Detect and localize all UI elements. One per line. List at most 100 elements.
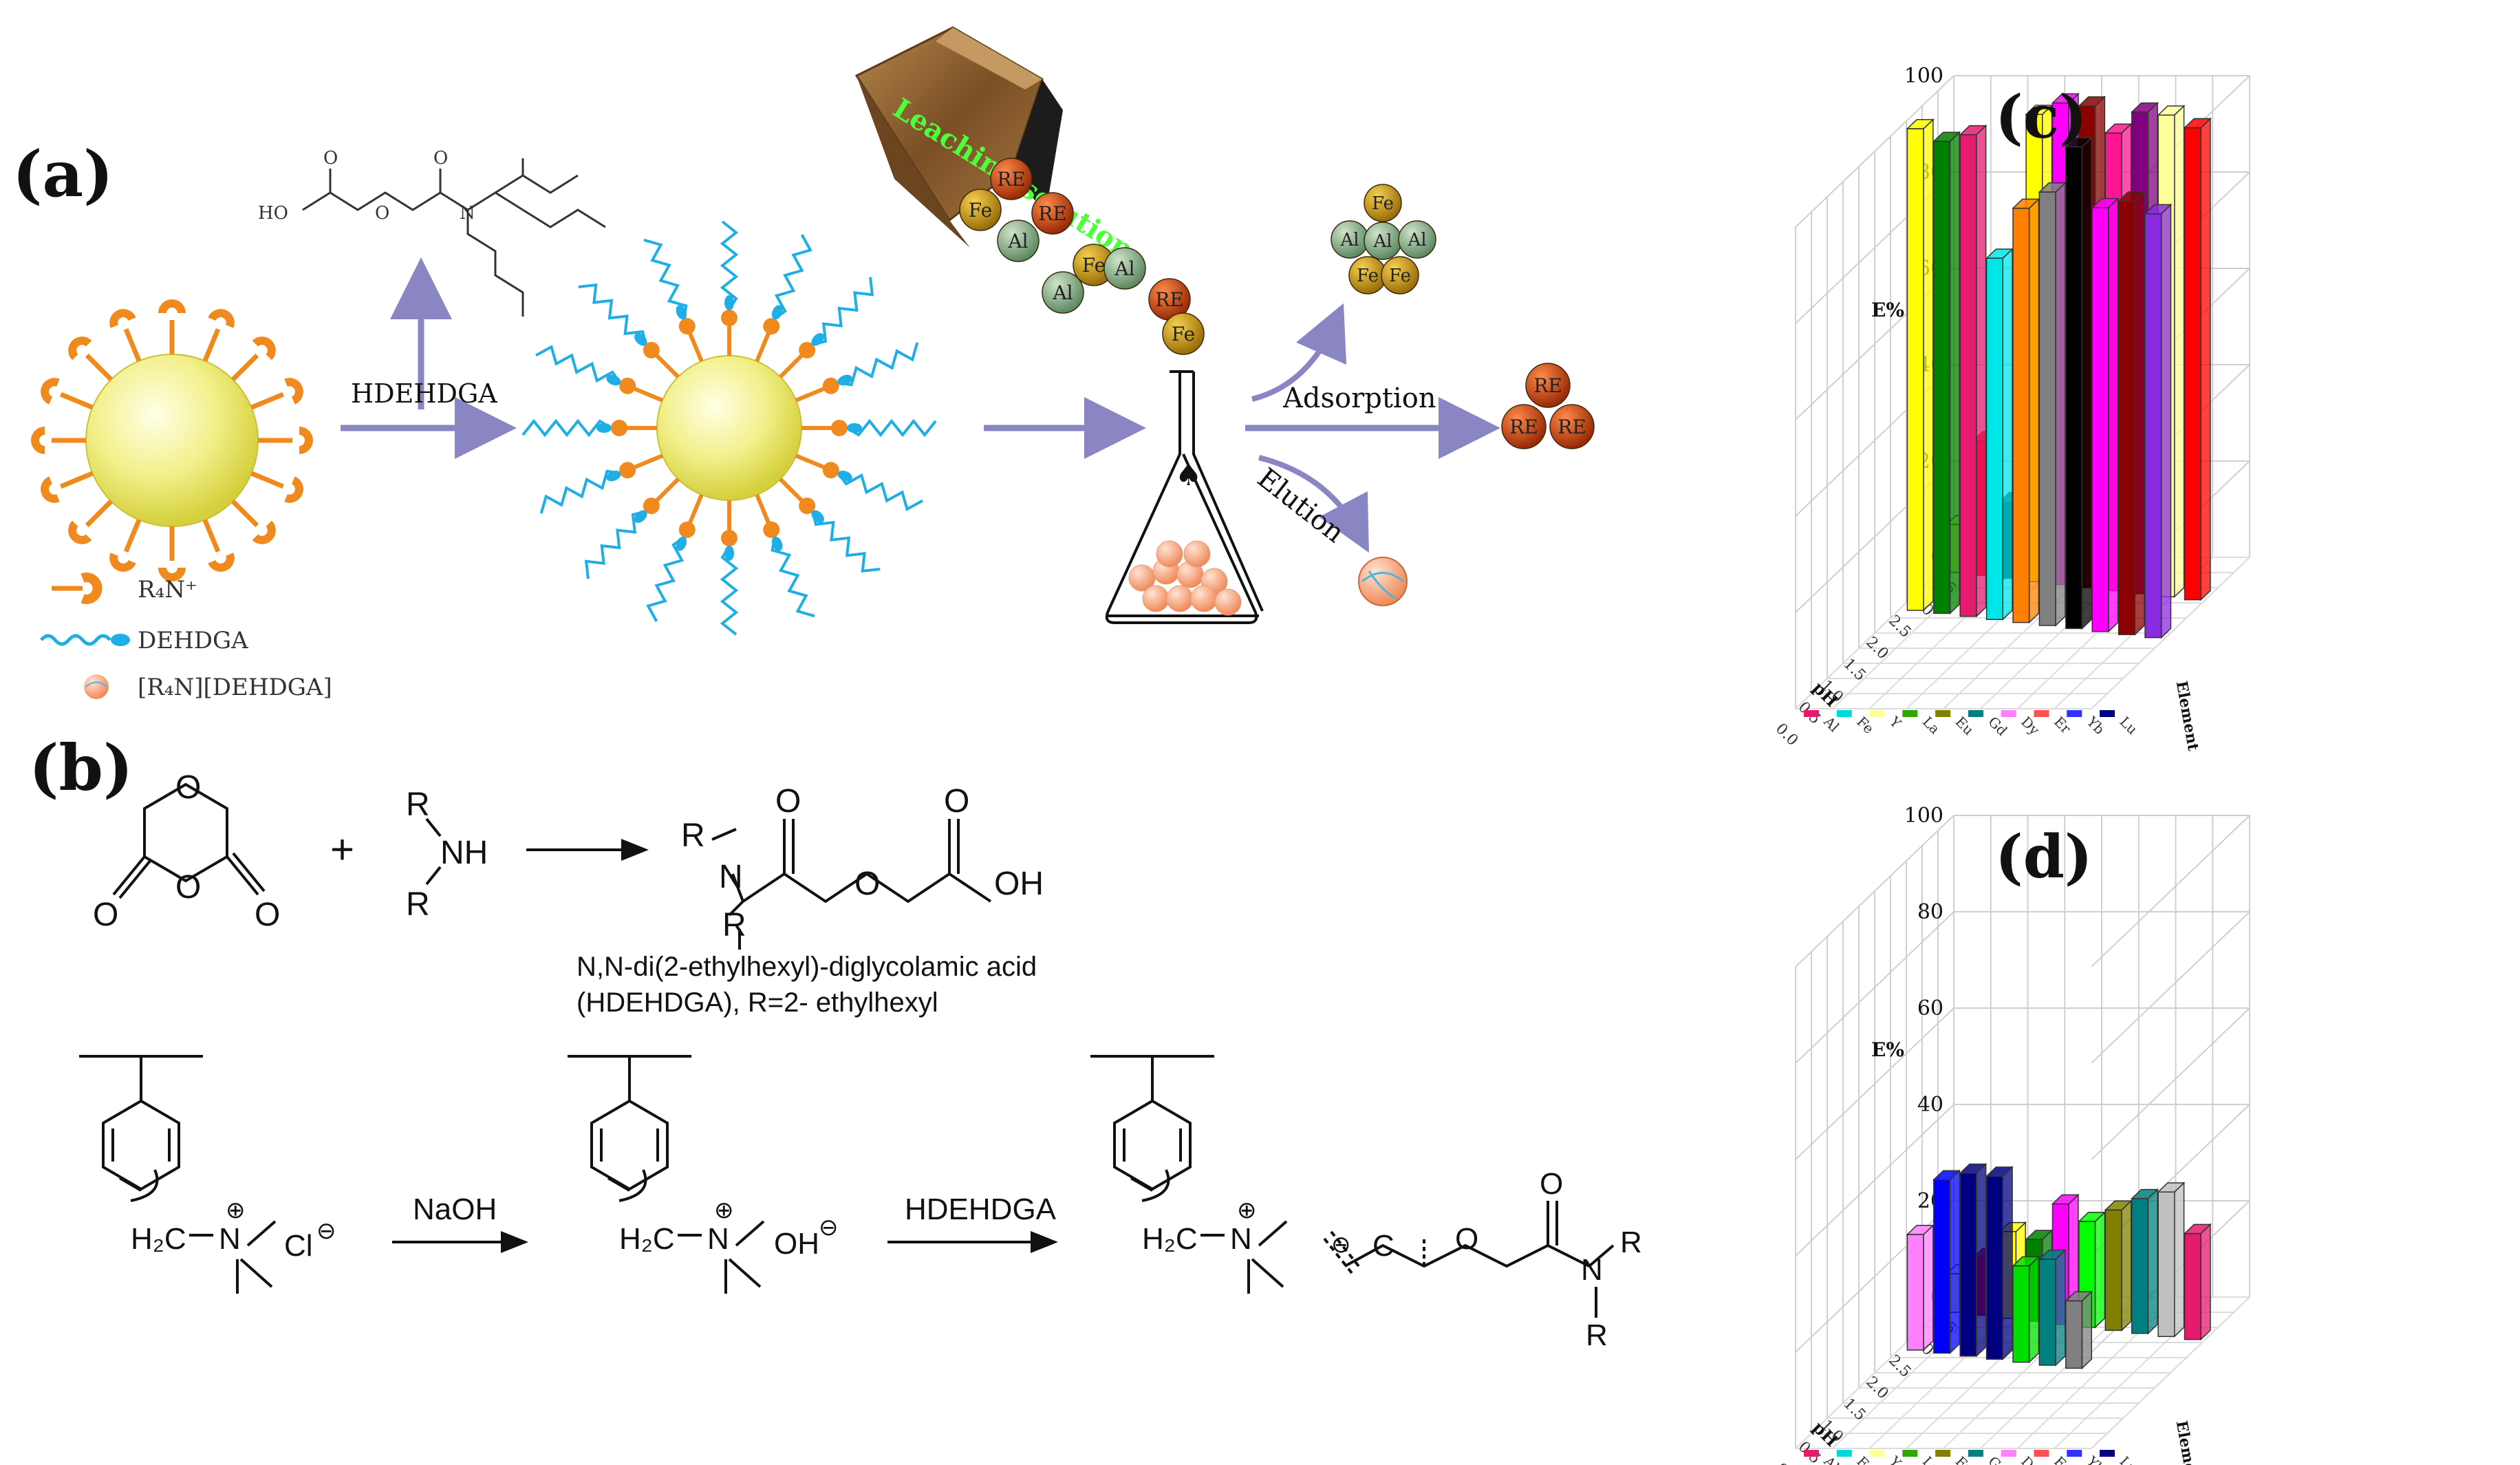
element-swatch: [1869, 710, 1885, 717]
receptor-head: [284, 378, 303, 405]
receptor-stem: [755, 493, 771, 524]
dehdga-head: [724, 546, 734, 561]
ph-tick-label: 2.5: [1885, 612, 1914, 641]
bar-top: [2117, 191, 2146, 202]
dehdga-tail: [578, 283, 647, 345]
bar-front: [1933, 1179, 1951, 1354]
receptor-head: [763, 521, 780, 538]
ph-tick-label: 2.0: [1862, 634, 1891, 663]
bar-top: [2012, 1256, 2040, 1267]
receptor-icon: [52, 573, 103, 604]
ion-label: Al: [1052, 281, 1073, 304]
re-ion-ball: [990, 158, 1033, 200]
bar-top: [2130, 102, 2160, 113]
ion-label: RE: [997, 168, 1026, 191]
amine-r-top: R: [406, 787, 430, 823]
bar-top: [2064, 1291, 2093, 1302]
receptor-stem: [779, 478, 804, 503]
ph-tick-label: 2.0: [1862, 1373, 1891, 1402]
legend-text-3: [R₄N][DEHDGA]: [138, 674, 332, 701]
receptor-stem: [230, 353, 259, 382]
h2c-label: H₂C: [131, 1222, 186, 1256]
dehdga-head: [771, 536, 783, 551]
bar-top: [2157, 1182, 2186, 1193]
bar-side: [2002, 248, 2013, 621]
ion-label: Al: [1407, 230, 1426, 250]
resin-bead: [1166, 585, 1194, 612]
amine-nh: NH: [440, 835, 488, 871]
bar-side: [2081, 136, 2092, 630]
re-ion-ball: [1031, 192, 1074, 235]
impurity-arrow: [1251, 303, 1347, 402]
tail-r-1: R: [1620, 1226, 1642, 1259]
ring-o-right: O: [255, 897, 280, 933]
bar-front: [1906, 1234, 1924, 1351]
dehdga-head: [837, 374, 852, 386]
bar-front: [2104, 1209, 2122, 1332]
receptor-stem: [230, 499, 259, 528]
chart-d: 020406080100E%3.53.02.52.01.51.00.50.0pH…: [1772, 804, 2250, 1465]
hdehdga-structure-small: [302, 158, 606, 317]
bar-front: [2065, 146, 2083, 630]
ion-label: RE: [1558, 416, 1586, 438]
receptor-stem: [59, 471, 94, 489]
receptor-head: [252, 336, 276, 361]
receptor-stem: [250, 392, 285, 410]
hdehdga-product: [711, 819, 992, 950]
naoh-label: NaOH: [413, 1193, 497, 1226]
dehdga-tail: [846, 418, 937, 438]
bar-side: [2055, 1249, 2066, 1367]
ammonium-n: N: [1230, 1222, 1252, 1256]
plus-sign: +: [330, 826, 354, 873]
bar-top: [2051, 1194, 2080, 1205]
ring-o-bottom: O: [175, 869, 201, 906]
grid-line: [2091, 1007, 2250, 1160]
bar-top: [1932, 1170, 1961, 1181]
z-tick-label: 100: [1904, 804, 1943, 828]
re-ion-ball: [1549, 404, 1595, 449]
dehdga-tail: [837, 472, 923, 511]
al-ion-ball: [1103, 247, 1146, 290]
bar-side: [2121, 1199, 2132, 1332]
bar-side: [2147, 1188, 2158, 1335]
element-tick-label: Lu: [2116, 714, 2141, 738]
oh-minus: ⊖: [819, 1215, 839, 1241]
receptor-head: [208, 553, 235, 572]
element-swatch: [2034, 1450, 2049, 1457]
dehdga-head: [634, 510, 647, 523]
ion-label: RE: [1155, 288, 1184, 311]
dehdga-tail: [584, 510, 646, 579]
element-axis-label: Element: [2173, 680, 2203, 753]
bar-side: [2174, 1181, 2185, 1338]
receptor-head: [721, 310, 737, 326]
tail-o-2: O: [1540, 1167, 1563, 1201]
ho-label: HO: [258, 203, 288, 224]
bar-top: [2183, 118, 2212, 129]
bar-top: [1985, 248, 2014, 259]
receptor-head: [611, 420, 627, 436]
bar-side: [2028, 1255, 2040, 1364]
bar-front: [1959, 134, 1977, 617]
bar-top: [1932, 131, 1961, 142]
bar-top: [2064, 137, 2093, 148]
product-r-top: R: [681, 817, 705, 854]
dehdga-tail: [521, 418, 612, 438]
o-label-1: O: [323, 148, 338, 169]
bar-top: [1985, 1166, 2014, 1177]
bar-side: [2081, 1290, 2092, 1370]
ph-tick-label: 0.0: [1772, 720, 1801, 749]
dehdga-head: [634, 333, 647, 346]
dehdga-tail: [643, 238, 688, 319]
ion-label: Al: [1007, 230, 1028, 253]
receptor-head: [158, 567, 186, 581]
bar-front: [1985, 257, 2003, 620]
carboxylate-c: C: [1372, 1229, 1394, 1263]
o-label-2: O: [375, 203, 389, 224]
receptor-stem: [250, 471, 285, 489]
receptor-head: [68, 336, 92, 361]
ion-label: RE: [1038, 202, 1067, 225]
dehdga-icon: [40, 634, 130, 646]
element-tick-label: Lu: [2116, 1453, 2141, 1465]
ion-label: Fe: [1372, 193, 1394, 214]
